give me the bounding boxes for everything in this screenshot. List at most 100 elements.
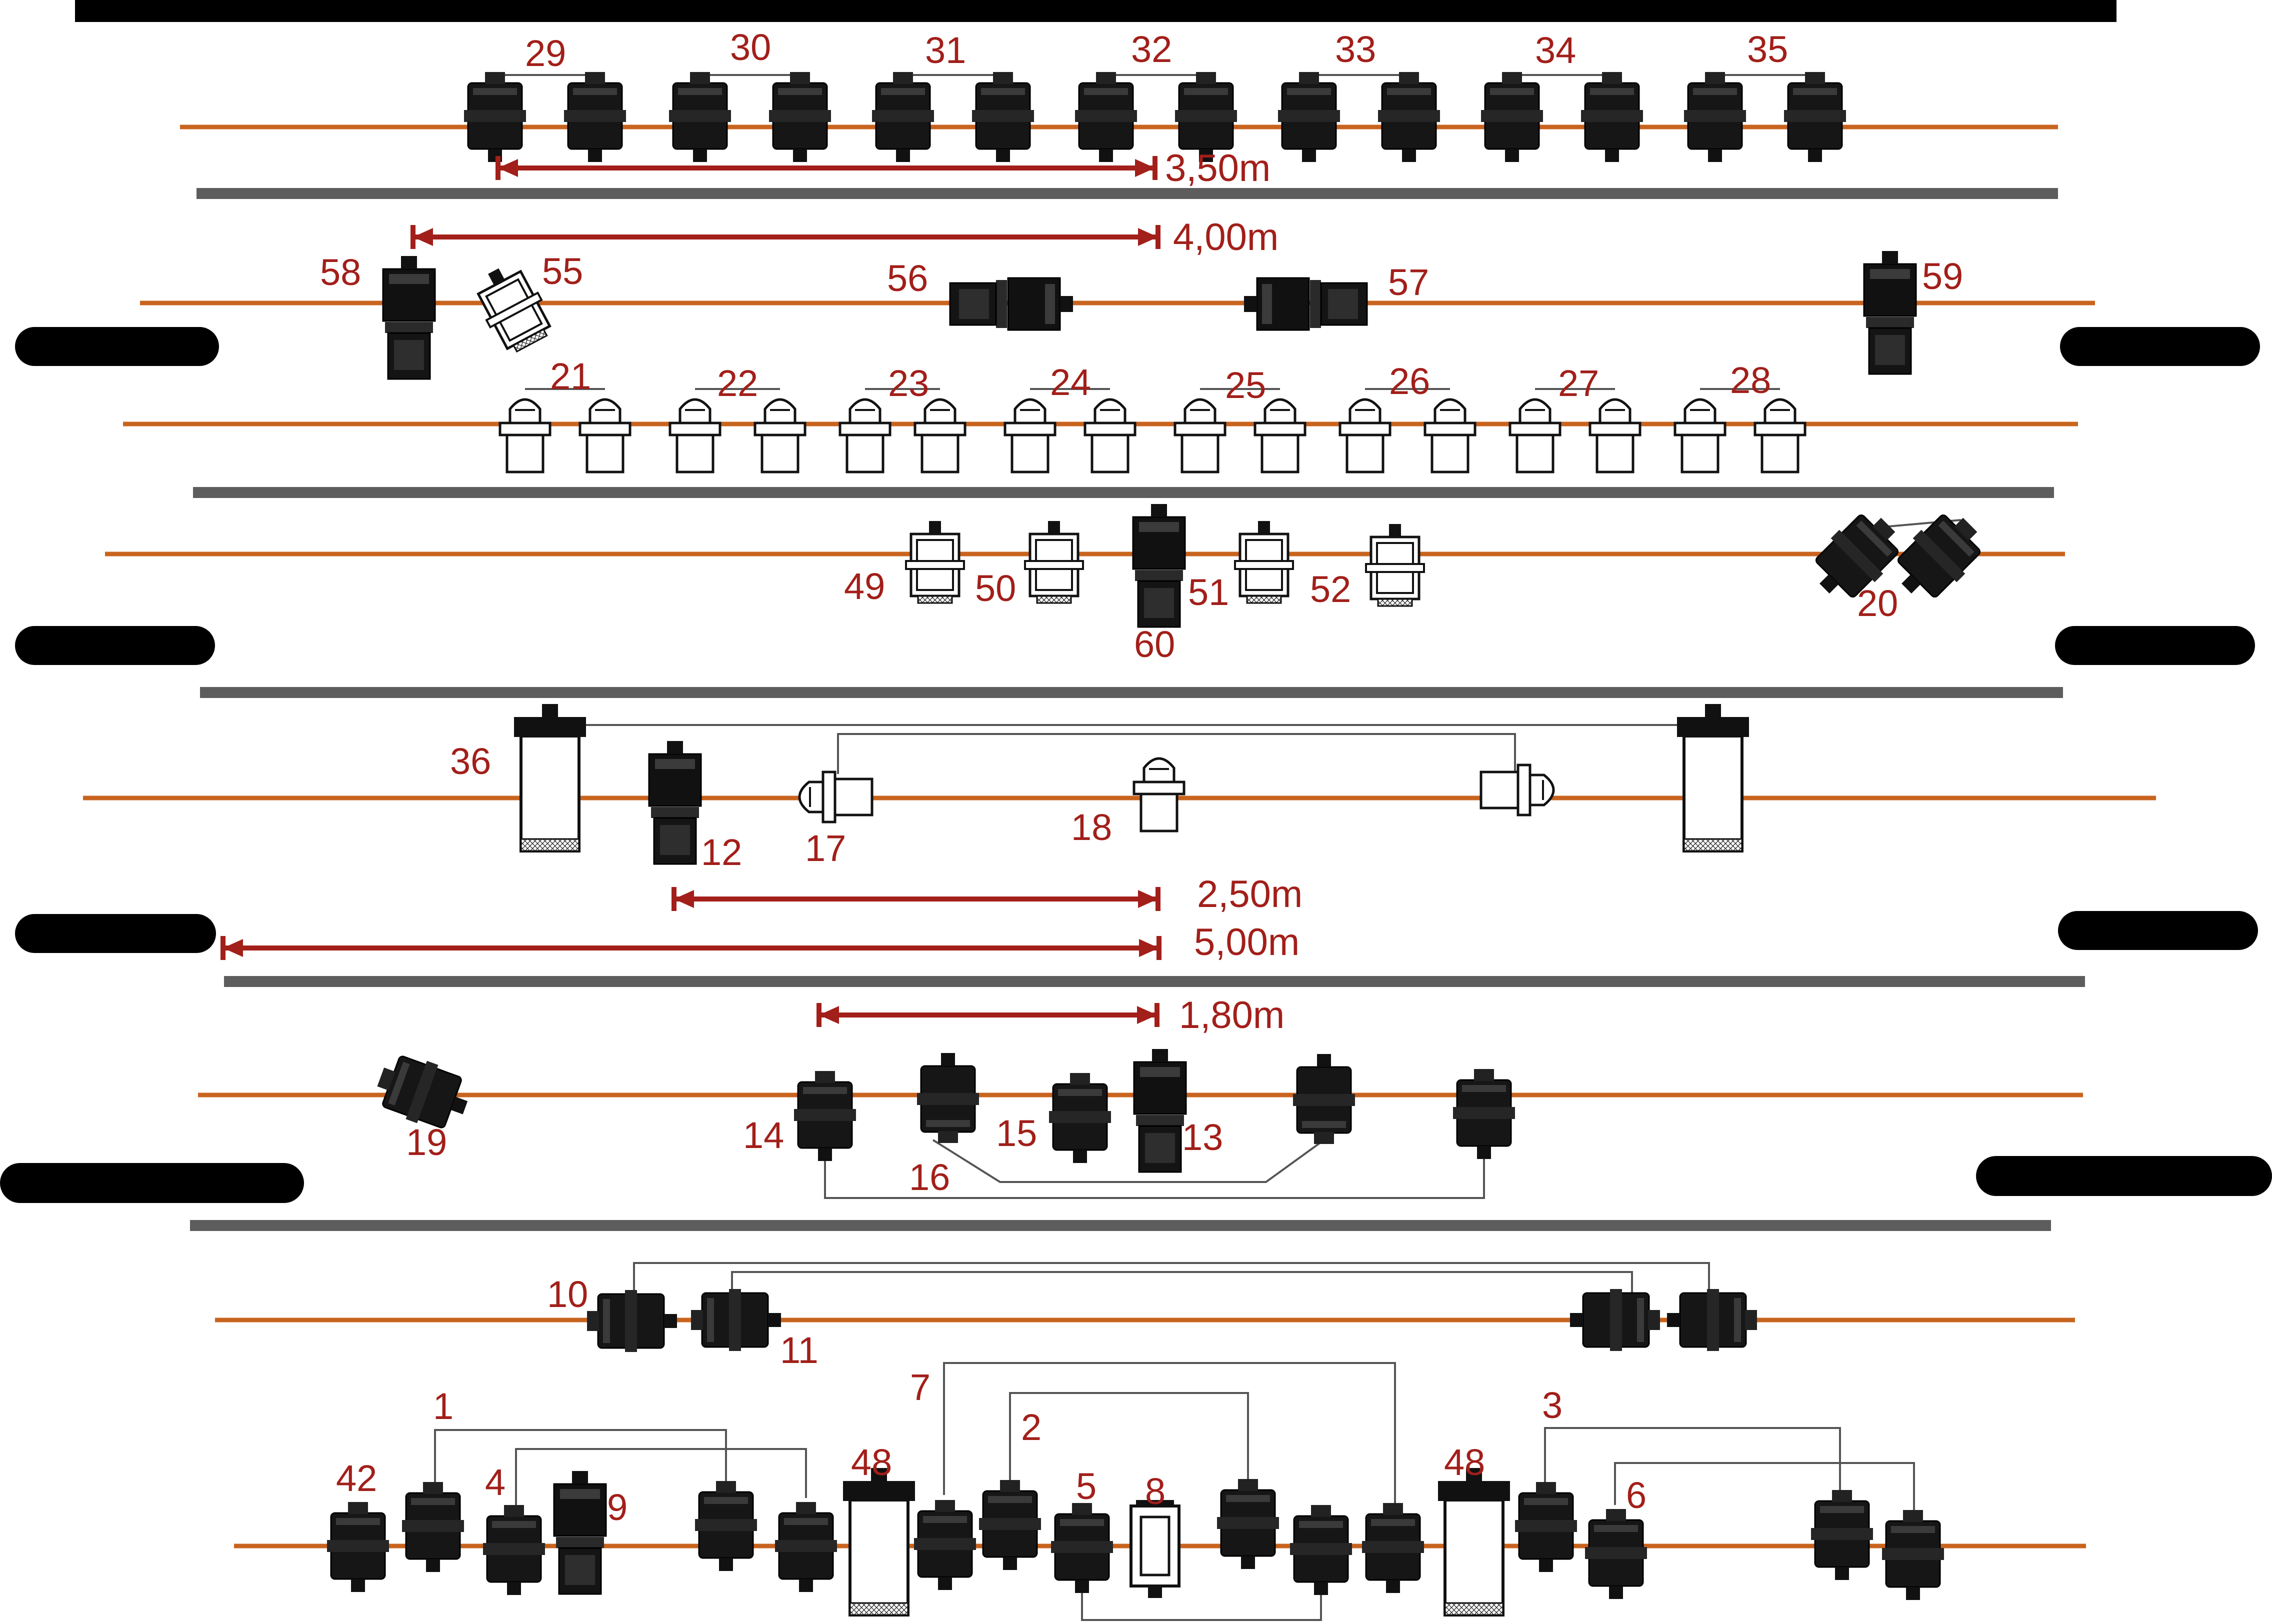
par-fixture <box>1480 71 1544 163</box>
fixture-number-42: 42 <box>336 1458 377 1499</box>
fixture-number-55: 55 <box>542 250 583 292</box>
stage-separator <box>196 188 2058 199</box>
moving-head-fixture <box>1863 250 1917 375</box>
moving-head-fixture <box>1133 1048 1187 1173</box>
par-fixture <box>1216 1478 1280 1570</box>
profile-fixture <box>1134 758 1184 831</box>
fixture-number-17: 17 <box>805 828 846 869</box>
par-fixture <box>1783 71 1847 163</box>
fixture-number-35: 35 <box>1747 28 1788 70</box>
fixture-number-4: 4 <box>485 1462 506 1503</box>
cable-link <box>1081 1585 1322 1621</box>
par-fixture <box>586 1289 678 1353</box>
dimension-line-250 <box>672 887 1160 911</box>
profile-fixture <box>1510 400 1560 472</box>
fixture-number-50: 50 <box>975 568 1016 609</box>
moving-head-fixture <box>553 1470 607 1595</box>
fixture-number-25: 25 <box>1225 364 1266 406</box>
profile-fixture <box>1425 400 1475 472</box>
fixture-number-15: 15 <box>996 1112 1037 1154</box>
stage-separator <box>193 487 2054 498</box>
border-mask-left-4 <box>0 1163 304 1203</box>
fixture-number-6: 6 <box>1626 1474 1646 1516</box>
fixture-number-48: 48 <box>851 1442 892 1483</box>
cable-link <box>434 1429 727 1500</box>
fixture-number-48: 48 <box>1444 1442 1485 1483</box>
fixture-number-8: 8 <box>1145 1470 1166 1512</box>
dimension-line-350 <box>496 156 1158 180</box>
par-fixture <box>916 1052 980 1144</box>
par-fixture <box>694 1480 758 1572</box>
fixture-number-30: 30 <box>730 26 771 68</box>
profile-fixture <box>1340 400 1390 472</box>
moving-head-fixture <box>1132 503 1186 628</box>
par-fixture <box>768 71 832 163</box>
fixture-number-52: 52 <box>1310 568 1351 610</box>
profile-fixture <box>580 400 630 472</box>
profile-fixture <box>840 400 890 472</box>
dimension-label-500: 5,00m <box>1194 921 1300 964</box>
par-fixture <box>774 1501 838 1593</box>
fixture-number-34: 34 <box>1535 30 1576 71</box>
par-fixture <box>1277 71 1341 163</box>
profile-fixture <box>1005 400 1055 472</box>
fixture-number-7: 7 <box>910 1366 930 1408</box>
moving-head-fixture <box>648 740 702 865</box>
cable-link <box>932 1139 1325 1183</box>
fixture-number-10: 10 <box>547 1274 588 1315</box>
par-fixture <box>1666 1288 1758 1352</box>
par-fixture <box>1074 71 1138 163</box>
fixture-number-20: 20 <box>1857 582 1898 624</box>
fixture-number-49: 49 <box>844 566 885 607</box>
par-fixture <box>871 71 935 163</box>
par-fixture <box>1452 1068 1516 1160</box>
moving-head-fixture <box>1243 277 1368 331</box>
profile-fixture <box>500 400 550 472</box>
profile-fixture <box>1675 400 1725 472</box>
profile-fixture <box>1481 765 1554 815</box>
profile-fixture <box>1255 400 1305 472</box>
profile-fixture <box>1755 400 1805 472</box>
dimension-line-180 <box>816 1003 1160 1027</box>
border-mask-left-3 <box>15 914 216 953</box>
truss-bar-top <box>75 0 2116 22</box>
par-fixture <box>913 1499 977 1591</box>
border-mask-right-1 <box>2060 327 2260 366</box>
cable-link <box>515 1448 807 1505</box>
fixture-number-60: 60 <box>1134 624 1175 665</box>
fixture-number-26: 26 <box>1389 360 1430 402</box>
fixture-number-57: 57 <box>1388 262 1429 303</box>
cable-link <box>1614 1462 1915 1510</box>
fixture-number-11: 11 <box>780 1330 818 1371</box>
fixture-number-22: 22 <box>717 362 758 404</box>
border-mask-right-2 <box>2055 626 2255 665</box>
par-fixture <box>1683 71 1747 163</box>
border-mask-right-4 <box>1976 1156 2272 1196</box>
fixture-number-16: 16 <box>909 1156 950 1198</box>
par-fixture <box>326 1501 390 1593</box>
cable-link <box>837 733 1516 774</box>
stage-separator <box>190 1220 2051 1231</box>
fixture-number-5: 5 <box>1076 1466 1096 1507</box>
fixture-number-21: 21 <box>550 356 591 397</box>
dimension-label-180: 1,80m <box>1179 994 1284 1036</box>
profile-fixture <box>800 772 872 822</box>
par-fixture <box>668 71 732 163</box>
fixture-number-19: 19 <box>406 1122 447 1163</box>
par-fixture <box>1580 71 1644 163</box>
par-fixture <box>1361 1502 1425 1594</box>
cable-link <box>943 1362 1396 1503</box>
floodlight-fixture <box>514 704 586 851</box>
dimension-line-400 <box>410 225 1160 249</box>
par-fixture <box>1048 1072 1112 1164</box>
fixture-number-13: 13 <box>1182 1116 1223 1158</box>
fresnel-fixture <box>1366 524 1424 606</box>
floodlight-fixture <box>1677 704 1749 851</box>
par-fixture <box>1881 1509 1945 1601</box>
floodlight-fixture <box>843 1468 915 1615</box>
profile-fixture <box>1175 400 1225 472</box>
fixture-number-9: 9 <box>607 1486 628 1528</box>
par-fixture <box>401 1481 465 1573</box>
profile-fixture <box>1085 400 1135 472</box>
